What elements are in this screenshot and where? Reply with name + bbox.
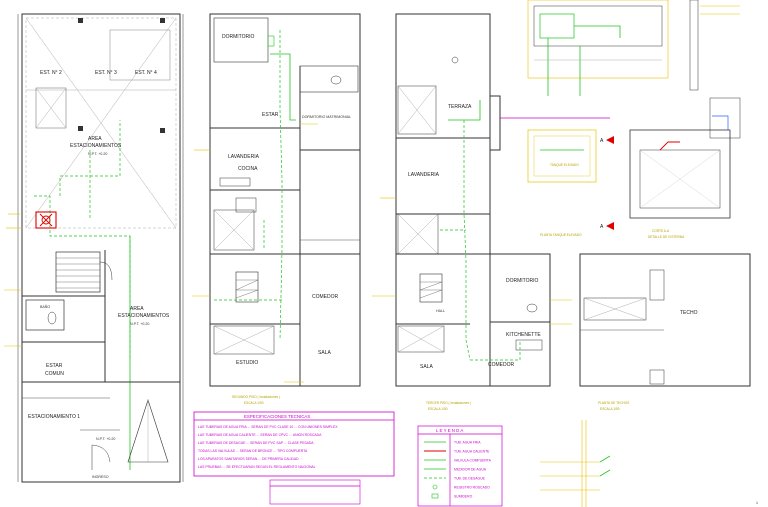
note-line-3: LAS TUBERIAS DE DESAGUE ... SERAN DE PVC… <box>198 441 314 445</box>
label-estacionamientos: ESTACIONAMIENTOS <box>70 143 122 149</box>
page-number: 1 <box>756 501 758 505</box>
label-est4: EST. N° 4 <box>135 70 157 76</box>
label-kitchenette: KITCHENETTE <box>506 332 541 338</box>
notes-title: ESPECIFICACIONES TECNICAS <box>244 414 310 419</box>
tank-label: TANQUE ELEVADO <box>550 163 579 167</box>
section-subtitle: DETALLE DE CISTERNA <box>648 235 685 239</box>
legend-row: TUB. AGUA CALIENTE <box>424 450 490 454</box>
plan-third-floor: TERRAZA LAVANDERIA DORMITORIO HALL KITCH… <box>372 13 572 411</box>
label-ingreso: INGRESO <box>92 475 109 479</box>
legend-row: REGISTRO ROSCADO <box>432 484 490 490</box>
label-estar: ESTAR <box>262 112 279 118</box>
plan-second-floor: DORMITORIO ESTAR DORMITORIO MATRIMONIAL … <box>192 13 361 405</box>
label-est2: EST. N° 2 <box>40 70 62 76</box>
section-marker-bottom: A <box>600 224 604 230</box>
label-sala: SALA <box>318 350 331 356</box>
label-techo: TECHO <box>680 310 698 316</box>
riser-diagram <box>540 420 611 507</box>
svg-text:VALVULA COMPUERTA: VALVULA COMPUERTA <box>454 459 492 463</box>
label-dormitorio: DORMITORIO <box>222 34 255 40</box>
legend-row: SUMIDERO <box>431 493 473 499</box>
label-cocina: COCINA <box>238 166 258 172</box>
label-dormitorio-matrimonial: DORMITORIO MATRIMONIAL <box>302 115 351 119</box>
plan3-scale: ESCALA 1/50 <box>428 407 448 411</box>
note-line-2: LAS TUBERIAS DE AGUA CALIENTE ... SERAN … <box>198 433 322 437</box>
label-estacionamiento-1: ESTACIONAMIENTO 1 <box>28 414 80 420</box>
label-area-2: AREA <box>130 306 144 312</box>
note-line-1: LAS TUBERIAS DE AGUA FRIA ... SERAN DE P… <box>198 425 338 429</box>
label-npt-a: N.P.T. +0.20 <box>88 152 107 156</box>
detail-tank-top <box>527 0 740 96</box>
legend: L E Y E N D A TUB. AGUA FRIA TUB. AGUA C… <box>417 425 503 507</box>
label-dormitorio: DORMITORIO <box>506 278 539 284</box>
legend-row: VALVULA COMPUERTA <box>424 459 492 463</box>
plan2-title: SEGUNDO PISO ( Instalaciones ) <box>232 395 280 399</box>
label-comun: COMUN <box>45 371 64 377</box>
notes-box: ESPECIFICACIONES TECNICAS LAS TUBERIAS D… <box>193 411 395 505</box>
label-bano: BAÑO <box>40 304 50 309</box>
label-comedor: COMEDOR <box>312 294 339 300</box>
tank-sublabel: PLANTA TANQUE ELEVADO <box>540 233 582 237</box>
label-area: AREA <box>88 136 102 142</box>
plan-roof: TECHO PLANTA DE TECHOS ESCALA 1/50 <box>579 253 751 411</box>
plan-first-floor: EST. N° 2 EST. N° 3 EST. N° 4 AREA ESTAC… <box>4 13 184 483</box>
label-terraza: TERRAZA <box>448 104 472 110</box>
legend-row: TUB. AGUA FRIA <box>424 441 481 445</box>
svg-text:TUB. AGUA CALIENTE: TUB. AGUA CALIENTE <box>454 450 490 454</box>
svg-text:TUB. DE DESAGUE: TUB. DE DESAGUE <box>454 477 486 481</box>
plan3-title: TERCER PISO ( Instalaciones ) <box>426 401 471 405</box>
legend-row: TUB. DE DESAGUE <box>424 477 486 481</box>
svg-text:SUMIDERO: SUMIDERO <box>454 495 473 499</box>
label-hall: HALL <box>436 309 445 313</box>
plan2-scale: ESCALA 1/50 <box>244 401 264 405</box>
label-lavanderia: LAVANDERIA <box>228 154 260 160</box>
plan4-title: PLANTA DE TECHOS <box>598 401 629 405</box>
label-sala: SALA <box>420 364 433 370</box>
legend-row: MEDIDOR DE AGUA <box>424 468 487 472</box>
svg-text:TUB. AGUA FRIA: TUB. AGUA FRIA <box>454 441 481 445</box>
label-estar: ESTAR <box>46 363 63 369</box>
note-line-6: LAS PRUEBAS ... SE EFECTUARAN SEGUN EL R… <box>198 465 316 469</box>
label-lavanderia: LAVANDERIA <box>408 172 440 178</box>
section-title: CORTE A-A <box>652 229 670 233</box>
label-est3: EST. N° 3 <box>95 70 117 76</box>
section-marker-top: A <box>600 138 604 144</box>
detail-section-aa: A A CORTE A-A DETALLE DE CISTERNA <box>600 97 741 239</box>
label-npt: N.P.T. +0.20 <box>96 437 115 441</box>
label-estudio: ESTUDIO <box>236 360 258 366</box>
label-estacionamientos-2: ESTACIONAMIENTOS <box>118 313 170 319</box>
legend-title: L E Y E N D A <box>436 428 463 433</box>
plan4-scale: ESCALA 1/50 <box>600 407 620 411</box>
detail-elevated-tank: TANQUE ELEVADO PLANTA TANQUE ELEVADO <box>500 117 610 237</box>
label-npt-b: N.P.T. +0.20 <box>130 322 149 326</box>
note-line-5: LOS APARATOS SANITARIOS SERAN ... DE PRI… <box>198 457 299 461</box>
note-line-4: TODAS LAS VALVULAS ... SERAN DE BRONCE .… <box>198 449 308 453</box>
svg-text:REGISTRO ROSCADO: REGISTRO ROSCADO <box>454 486 490 490</box>
svg-text:MEDIDOR DE AGUA: MEDIDOR DE AGUA <box>454 468 487 472</box>
label-comedor: COMEDOR <box>488 362 515 368</box>
